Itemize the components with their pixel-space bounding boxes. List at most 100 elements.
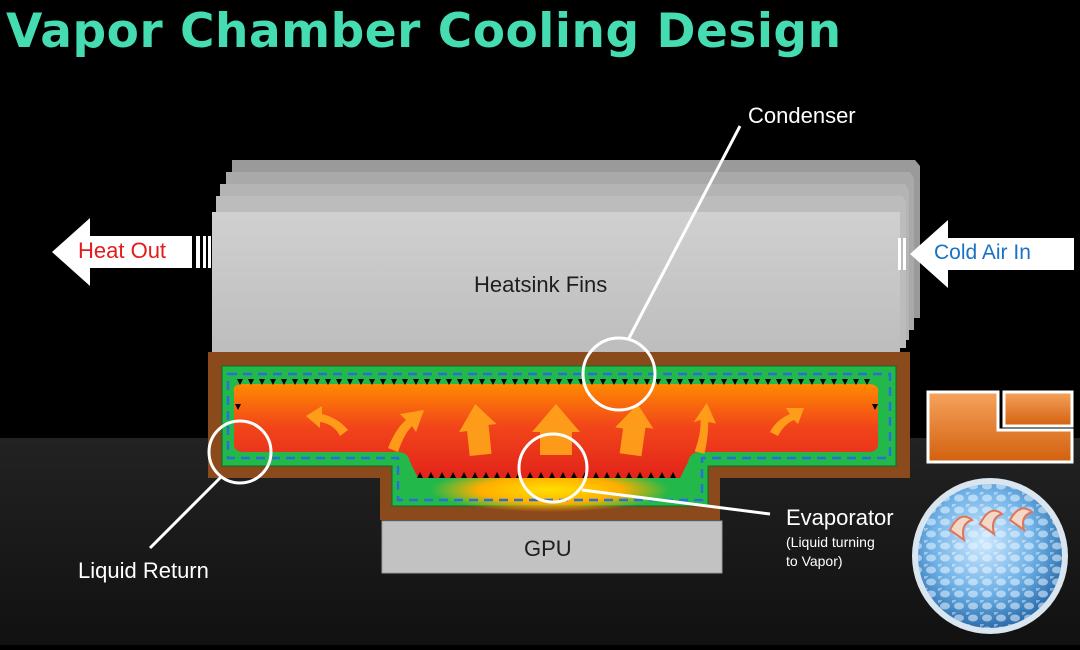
droplet-marker — [325, 379, 331, 385]
liquid-return-callout-circle — [207, 419, 273, 485]
lc-logo-icon — [926, 390, 1074, 464]
droplet-marker — [358, 379, 364, 385]
droplet-marker — [523, 379, 529, 385]
droplet-marker — [776, 379, 782, 385]
droplet-marker — [721, 379, 727, 385]
droplet-marker — [490, 379, 496, 385]
droplet-marker — [450, 472, 456, 478]
droplet-marker — [604, 472, 610, 478]
droplet-marker — [472, 472, 478, 478]
droplet-marker — [336, 379, 342, 385]
droplet-marker — [600, 379, 606, 385]
droplet-marker — [468, 379, 474, 385]
heat-out-label: Heat Out — [78, 238, 167, 263]
evaporator-callout-circle — [517, 432, 589, 504]
droplet-marker — [292, 379, 298, 385]
droplet-marker — [505, 472, 511, 478]
droplet-marker — [677, 379, 683, 385]
droplet-marker — [644, 379, 650, 385]
condensate-droplets — [235, 379, 878, 478]
droplet-marker — [461, 472, 467, 478]
liquid-path — [226, 372, 892, 502]
droplet-marker — [688, 379, 694, 385]
droplet-marker — [809, 379, 815, 385]
droplet-marker — [235, 404, 241, 410]
vapor-arrows — [306, 402, 804, 457]
droplet-marker — [248, 379, 254, 385]
droplet-marker — [611, 379, 617, 385]
droplet-marker — [560, 472, 566, 478]
droplet-marker — [798, 379, 804, 385]
droplet-marker — [501, 379, 507, 385]
gpu-label: GPU — [524, 536, 572, 561]
page-title: Vapor Chamber Cooling Design — [6, 4, 842, 59]
droplet-marker — [270, 379, 276, 385]
droplet-marker — [670, 472, 676, 478]
droplet-marker — [439, 472, 445, 478]
droplet-marker — [622, 379, 628, 385]
droplet-marker — [347, 379, 353, 385]
evaporator-note-line2: to Vapor) — [786, 553, 843, 569]
droplet-marker — [391, 379, 397, 385]
callouts — [148, 125, 771, 550]
droplet-marker — [281, 379, 287, 385]
droplet-marker — [413, 379, 419, 385]
droplet-marker — [545, 379, 551, 385]
droplet-marker — [633, 379, 639, 385]
droplet-marker — [303, 379, 309, 385]
droplet-marker — [428, 472, 434, 478]
cold-air-in-label: Cold Air In — [934, 241, 1031, 264]
droplet-marker — [820, 379, 826, 385]
droplet-marker — [626, 472, 632, 478]
evaporator-note-line1: (Liquid turning — [786, 534, 875, 550]
droplet-marker — [402, 379, 408, 385]
droplet-marker — [567, 379, 573, 385]
droplet-marker — [479, 379, 485, 385]
droplet-marker — [494, 472, 500, 478]
droplet-marker — [655, 379, 661, 385]
cold-air-in-arrow — [898, 220, 1074, 288]
droplet-marker — [710, 379, 716, 385]
droplet-marker — [237, 379, 243, 385]
droplet-marker — [457, 379, 463, 385]
droplet-marker — [666, 379, 672, 385]
droplet-marker — [589, 379, 595, 385]
droplet-marker — [549, 472, 555, 478]
droplet-marker — [872, 404, 878, 410]
droplet-marker — [593, 472, 599, 478]
droplet-marker — [659, 472, 665, 478]
condenser-leader-line — [626, 125, 742, 341]
droplet-marker — [534, 379, 540, 385]
droplet-marker — [637, 472, 643, 478]
gpu-block — [381, 520, 723, 574]
droplet-marker — [556, 379, 562, 385]
droplet-marker — [380, 379, 386, 385]
droplet-marker — [754, 379, 760, 385]
droplet-marker — [787, 379, 793, 385]
droplet-marker — [842, 379, 848, 385]
droplet-marker — [853, 379, 859, 385]
heatsink-fins — [212, 160, 920, 354]
droplet-marker — [831, 379, 837, 385]
droplet-marker — [732, 379, 738, 385]
droplet-marker — [483, 472, 489, 478]
heatsink-fins-label: Heatsink Fins — [474, 272, 608, 297]
droplet-marker — [765, 379, 771, 385]
evaporator-label: Evaporator — [786, 505, 894, 530]
liquid-return-leader-line — [148, 474, 224, 550]
droplet-marker — [615, 472, 621, 478]
droplet-marker — [424, 379, 430, 385]
evaporator-leader-line — [581, 488, 771, 516]
droplet-marker — [259, 379, 265, 385]
droplet-marker — [435, 379, 441, 385]
condenser-label: Condenser — [748, 103, 856, 128]
droplet-marker — [538, 472, 544, 478]
condenser-callout-circle — [581, 336, 657, 412]
droplet-marker — [369, 379, 375, 385]
droplet-marker — [417, 472, 423, 478]
droplet-marker — [648, 472, 654, 478]
droplet-sphere-icon — [912, 478, 1068, 634]
droplet-marker — [571, 472, 577, 478]
